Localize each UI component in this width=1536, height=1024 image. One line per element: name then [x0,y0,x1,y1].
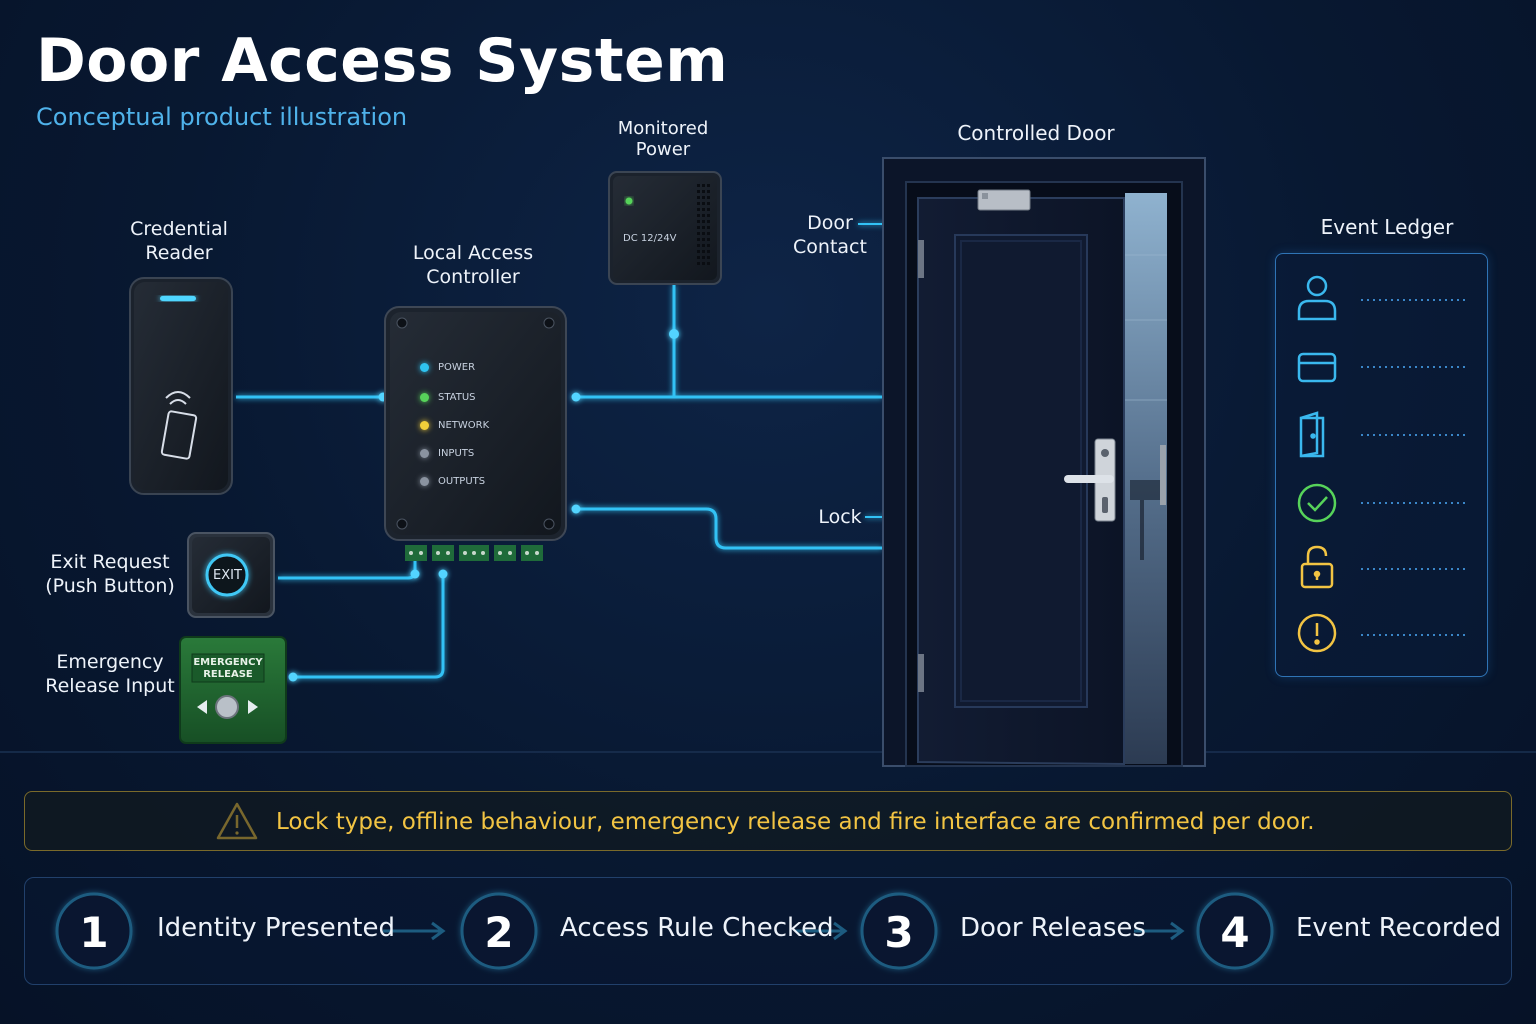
power-led [625,197,633,205]
controller-label: Local Access Controller [412,242,534,288]
reader-status-led [160,296,196,301]
exit-button-text: EXIT [213,568,242,583]
step-number: 1 [79,908,109,957]
step-label: Identity Presented [157,913,395,943]
step-label: Event Recorded [1296,913,1502,943]
process-steps [24,877,1512,985]
exit-request-label: Exit Request (Push Button) [45,551,175,597]
door-contact-sensor [977,189,1031,211]
node [571,392,581,402]
indicator-status: STATUS [417,390,547,406]
step-number: 4 [1220,908,1250,957]
wire-controller-lock [576,507,882,550]
ledger-title: Event Ledger [1320,215,1454,239]
door-assembly [882,157,1206,767]
indicator-led [420,477,429,486]
page-subtitle: Conceptual product illustration [36,103,408,131]
node [669,329,679,339]
door-panel [954,234,1088,708]
power-supply-device [608,171,722,285]
indicator-led [420,421,429,430]
door-contact-label: Door Contact [793,212,867,258]
power-label: Monitored Power [617,118,709,160]
emergency-plate-text: EMERGENCY RELEASE [193,657,263,680]
node [438,569,448,579]
node [571,504,581,514]
card-icon [1297,352,1337,383]
vent-grille [697,184,710,265]
step-label: Access Rule Checked [560,913,834,943]
indicator-led [420,363,429,372]
power-spec: DC 12/24V [623,233,677,244]
emergency-release-label: Emergency Release Input [45,651,175,697]
step-number: 3 [884,908,914,957]
step-label: Door Releases [960,913,1146,943]
unlock-icon [1300,545,1334,589]
indicator-led [420,393,429,402]
exit-button-ring [205,553,249,597]
node [288,672,298,682]
notice-banner [24,791,1512,851]
controller-device [384,306,567,561]
indicator-network: NETWORK [417,418,547,434]
page-title: Door Access System [36,26,729,96]
arrow-left-icon [197,700,207,714]
nfc-card-icon [160,391,198,460]
emergency-release-device [179,636,287,744]
step-number: 2 [484,908,514,957]
wiring [236,197,978,679]
user-icon [1297,275,1337,321]
event-ledger-panel [1275,253,1488,677]
notice-text: Lock type, offline behaviour, emergency … [276,809,1315,835]
arrow-right-icon [248,700,258,714]
credential-reader-device [129,277,233,495]
alert-circle-icon [1297,613,1337,653]
door-handle [1064,475,1114,483]
ledger-icons [1297,275,1467,653]
door-icon [1299,411,1325,458]
ledger-entry-lines [1361,299,1467,636]
check-circle-icon [1297,483,1337,523]
release-knob [215,695,239,719]
wire-emergency-release [293,575,445,679]
indicator-power: POWER [417,360,547,376]
indicator-outputs: OUTPUTS [417,474,547,490]
node [410,569,420,579]
door-label: Controlled Door [957,121,1115,145]
indicator-led [420,449,429,458]
terminal-blocks [405,545,543,561]
indicator-inputs: INPUTS [417,446,547,462]
lock-label: Lock [818,506,862,528]
credential-reader-label: Credential Reader [130,218,228,264]
wire-exit-button [278,560,417,580]
exit-button-device [187,532,275,618]
